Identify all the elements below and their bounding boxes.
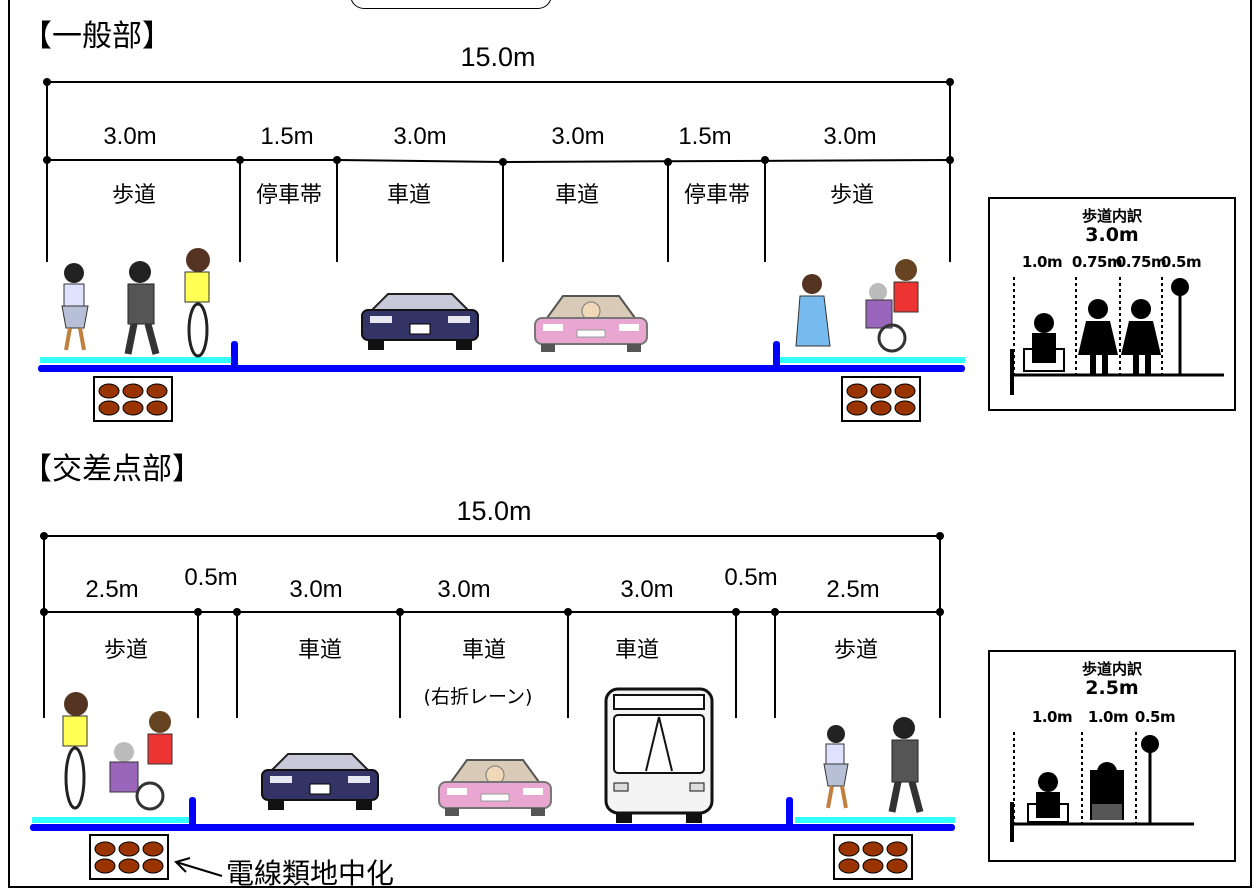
segment-label: 歩道 (829, 183, 875, 208)
inset-figures-icon (1010, 277, 1224, 395)
segment-width: 3.0m (823, 123, 877, 150)
inset-title: 歩道内訳 (1081, 660, 1142, 678)
segment-width: 1.5m (260, 123, 314, 150)
segment-width: 1.5m (678, 123, 732, 150)
segment-width: 2.5m (85, 576, 139, 603)
segment-width: 3.0m (393, 123, 447, 150)
inset-dim: 0.5m (1160, 253, 1202, 271)
bus-icon (604, 687, 714, 825)
segment-label: 車道 (554, 183, 600, 208)
road-surface (38, 365, 965, 372)
duct-box-left-2 (89, 834, 169, 880)
sidewalk-breakdown-inset: 歩道内訳 3.0m 1.0m 0.75m 0.75m 0.5m (988, 197, 1236, 411)
segment-label: 停車帯 (255, 183, 323, 208)
segment-label: 車道 (297, 638, 343, 663)
segment-label: 車道 (461, 638, 507, 663)
car-icon (534, 295, 648, 353)
pedestrians-left-2-icon (62, 692, 173, 811)
right-turn-lane-label: (右折レーン) (423, 686, 533, 708)
segment-label: 歩道 (111, 183, 157, 208)
inset-dim: 1.0m (1087, 708, 1129, 726)
curb-left (231, 341, 238, 370)
segment-label: 車道 (386, 183, 432, 208)
undergrounding-callout: 電線類地中化 (226, 857, 395, 890)
segment-label: 歩道 (103, 638, 149, 663)
pedestrians-left-icon (61, 248, 210, 358)
segment-width: 3.0m (289, 576, 343, 603)
curb-right (773, 341, 780, 370)
segment-width: 2.5m (826, 576, 880, 603)
inset-dim: 0.75m (1115, 253, 1167, 271)
segment-label: 歩道 (833, 638, 879, 663)
car-icon (361, 293, 479, 351)
inset-dim: 0.75m (1071, 253, 1123, 271)
segment-width: 3.0m (620, 576, 674, 603)
inset-width: 2.5m (1085, 677, 1139, 699)
segment-width: 0.5m (184, 564, 238, 591)
duct-box-right-2 (833, 834, 913, 880)
car-icon (261, 753, 379, 811)
total-width: 15.0m (456, 496, 532, 526)
segment-label: 車道 (614, 638, 660, 663)
road-surface-2 (30, 824, 955, 831)
sidewalk-right (775, 357, 965, 363)
sidewalk-left-2 (32, 817, 192, 823)
sidewalk-right-2 (795, 817, 955, 823)
sidewalk-breakdown-inset-2: 歩道内訳 2.5m 1.0m 1.0m 0.5m (988, 650, 1236, 862)
segment-width: 0.5m (724, 564, 778, 591)
callout-arrow-icon (174, 857, 223, 877)
segment-label: 停車帯 (683, 183, 751, 208)
section-title-intersection: 【交差点部】 (22, 452, 202, 487)
section-title-general: 【一般部】 (22, 19, 172, 54)
duct-box-left (93, 376, 173, 422)
inset-figures-icon (1010, 732, 1194, 842)
duct-box-right (841, 376, 921, 422)
pedestrians-right-2-icon (823, 717, 924, 813)
car-icon (438, 759, 552, 817)
curb-left-2 (189, 797, 196, 828)
inset-title: 歩道内訳 (1081, 207, 1142, 225)
inset-dim: 1.0m (1021, 253, 1063, 271)
inset-dim: 0.5m (1134, 708, 1176, 726)
curb-right-2 (786, 797, 793, 828)
segment-width: 3.0m (437, 576, 491, 603)
pedestrians-right-icon (795, 259, 919, 353)
segment-width: 3.0m (551, 123, 605, 150)
sidewalk-left (40, 357, 235, 363)
diagram-frame (8, 0, 1252, 888)
total-width: 15.0m (460, 42, 536, 72)
inset-dim: 1.0m (1031, 708, 1073, 726)
segment-width: 3.0m (103, 123, 157, 150)
inset-width: 3.0m (1085, 224, 1139, 246)
